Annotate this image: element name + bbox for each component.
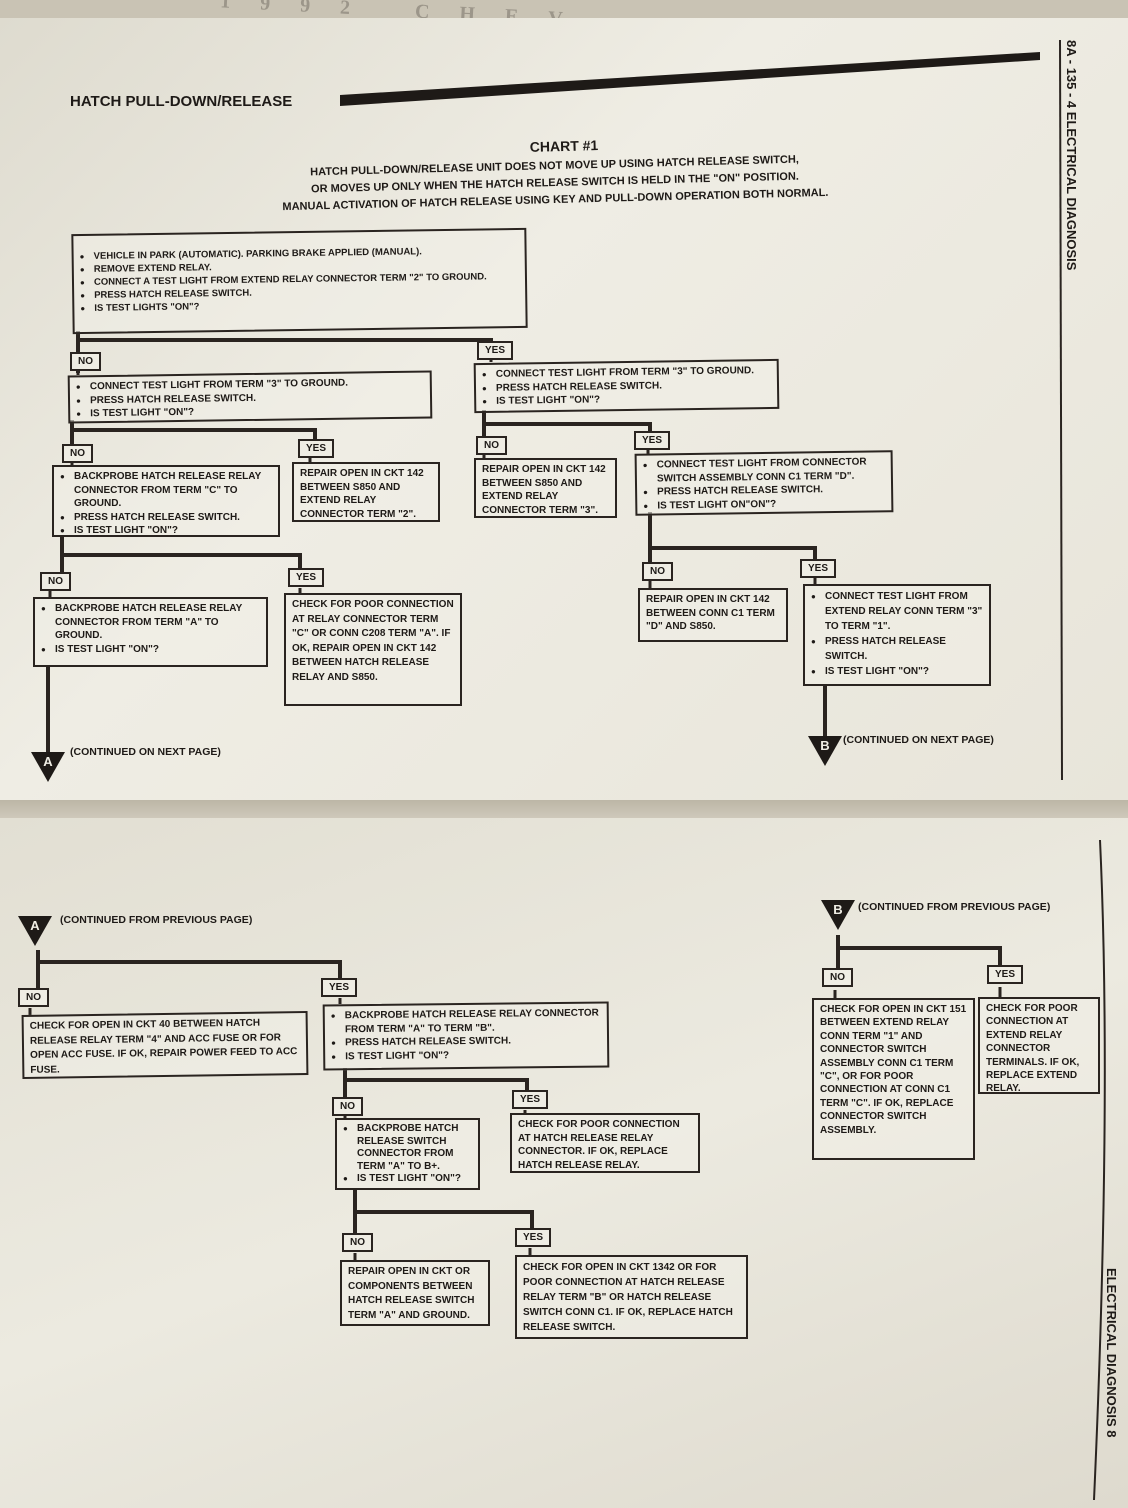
yes-label: YES (634, 431, 671, 450)
step-text: BACKPROBE HATCH RELEASE RELAY CONNECTOR … (345, 1007, 601, 1037)
connector-letter: B (833, 902, 843, 917)
step-a-yes-no-yes: CHECK FOR OPEN IN CKT 1342 OR FOR POOR C… (515, 1255, 748, 1339)
connector-b-icon: B (821, 900, 855, 932)
connector-a-icon: A (31, 752, 65, 784)
no-label: NO (40, 572, 71, 591)
step-no: CONNECT TEST LIGHT FROM TERM "3" TO GROU… (67, 370, 433, 424)
step-text: IS TEST LIGHT "ON"? (496, 391, 771, 408)
step-yes: CONNECT TEST LIGHT FROM TERM "3" TO GROU… (473, 358, 780, 414)
section-title: HATCH PULL-DOWN/RELEASE (70, 93, 293, 110)
step-a-yes: BACKPROBE HATCH RELEASE RELAY CONNECTOR … (322, 1001, 610, 1071)
step-a-yes-no: BACKPROBE HATCH RELEASE SWITCH CONNECTOR… (335, 1118, 480, 1190)
step-text: BACKPROBE HATCH RELEASE RELAY CONNECTOR … (60, 470, 272, 511)
connector-letter: B (820, 738, 830, 753)
continued-prev-a: (CONTINUED FROM PREVIOUS PAGE) (60, 914, 253, 926)
step-yes-yes-no: REPAIR OPEN IN CKT 142 BETWEEN CONN C1 T… (638, 588, 788, 642)
step-start: VEHICLE IN PARK (AUTOMATIC). PARKING BRA… (71, 227, 528, 335)
step-text: PRESS HATCH RELEASE SWITCH. (60, 511, 272, 525)
step-text: BACKPROBE HATCH RELEASE SWITCH CONNECTOR… (343, 1123, 472, 1173)
side-label-top: 8A - 135 - 4 ELECTRICAL DIAGNOSIS (1064, 40, 1079, 271)
yes-label: YES (477, 341, 514, 360)
yes-label: YES (800, 559, 837, 578)
step-text: PRESS HATCH RELEASE SWITCH. (811, 634, 983, 664)
step-a-yes-yes: CHECK FOR POOR CONNECTION AT HATCH RELEA… (510, 1113, 700, 1173)
step-yes-no: REPAIR OPEN IN CKT 142 BETWEEN S850 AND … (474, 458, 617, 518)
yes-label: YES (321, 978, 358, 997)
continued-prev-b: (CONTINUED FROM PREVIOUS PAGE) (858, 901, 1051, 913)
step-text: IS TEST LIGHT "ON"? (60, 524, 272, 538)
step-text: CONNECT TEST LIGHT FROM EXTEND RELAY CON… (811, 589, 983, 634)
step-text: IS TEST LIGHT ON"ON"? (657, 496, 885, 513)
book-edge (0, 0, 1128, 22)
side-label-bottom: ELECTRICAL DIAGNOSIS 8 (1104, 1268, 1119, 1438)
yes-label: YES (512, 1090, 549, 1109)
no-label: NO (642, 562, 673, 581)
connector-b-icon: B (808, 736, 842, 768)
connector-letter: A (30, 918, 40, 933)
step-text: IS TEST LIGHT "ON"? (41, 643, 260, 657)
continued-next-a: (CONTINUED ON NEXT PAGE) (70, 746, 221, 758)
yes-label: YES (288, 568, 325, 587)
step-no-yes: REPAIR OPEN IN CKT 142 BETWEEN S850 AND … (292, 462, 440, 522)
step-a-yes-no-no: REPAIR OPEN IN CKT OR COMPONENTS BETWEEN… (340, 1260, 490, 1326)
step-a-no: CHECK FOR OPEN IN CKT 40 BETWEEN HATCH R… (21, 1011, 309, 1079)
step-b-yes: CHECK FOR POOR CONNECTION AT EXTEND RELA… (978, 997, 1100, 1094)
connector-a-icon: A (18, 916, 52, 948)
no-label: NO (332, 1097, 363, 1116)
step-no-no-no: BACKPROBE HATCH RELEASE RELAY CONNECTOR … (33, 597, 268, 667)
step-text: BACKPROBE HATCH RELEASE RELAY CONNECTOR … (41, 602, 260, 643)
step-text: IS TEST LIGHT "ON"? (345, 1047, 601, 1063)
no-label: NO (822, 968, 853, 987)
no-label: NO (62, 444, 93, 463)
step-text: CONNECT TEST LIGHT FROM CONNECTOR SWITCH… (657, 455, 885, 485)
step-b-no: CHECK FOR OPEN IN CKT 151 BETWEEN EXTEND… (812, 998, 975, 1160)
no-label: NO (476, 436, 507, 455)
yes-label: YES (987, 965, 1024, 984)
no-label: NO (70, 352, 101, 371)
yes-label: YES (298, 439, 335, 458)
step-text: IS TEST LIGHT "ON"? (811, 664, 983, 679)
continued-next-b: (CONTINUED ON NEXT PAGE) (843, 734, 994, 746)
step-yes-yes-yes: CONNECT TEST LIGHT FROM EXTEND RELAY CON… (803, 584, 991, 686)
no-label: NO (18, 988, 49, 1007)
step-no-no-yes: CHECK FOR POOR CONNECTION AT RELAY CONNE… (284, 593, 462, 706)
connector-letter: A (43, 754, 53, 769)
step-yes-yes: CONNECT TEST LIGHT FROM CONNECTOR SWITCH… (634, 450, 894, 516)
step-no-no: BACKPROBE HATCH RELEASE RELAY CONNECTOR … (52, 465, 280, 537)
no-label: NO (342, 1233, 373, 1252)
step-text: IS TEST LIGHT "ON"? (343, 1173, 472, 1186)
yes-label: YES (515, 1228, 552, 1247)
